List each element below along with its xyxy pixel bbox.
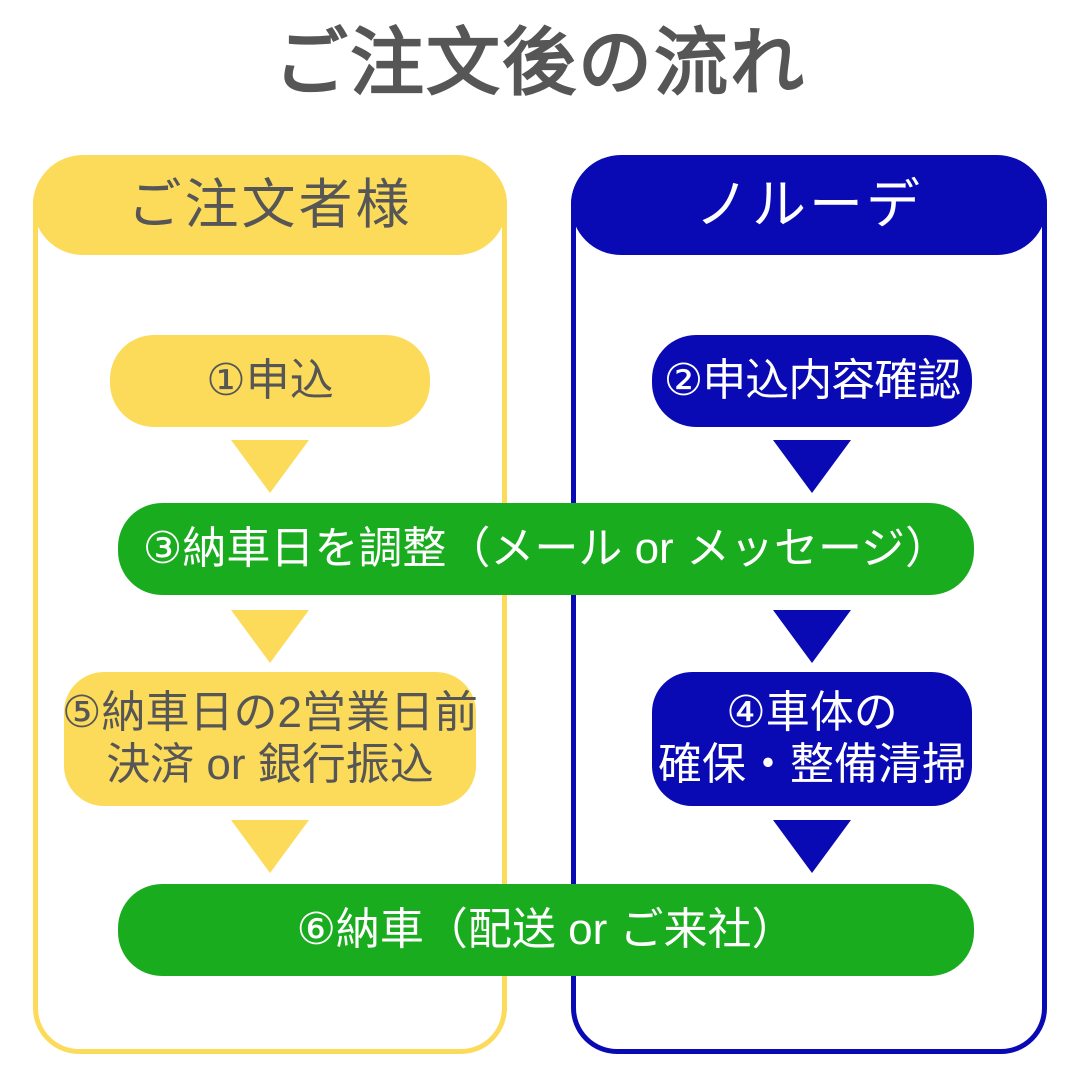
lane-header-company: ノルーデ <box>571 155 1047 255</box>
step-1-line-1: ①申込 <box>206 356 334 406</box>
step-5-line-2: 決済 or 銀行振込 <box>106 740 434 789</box>
lane-header-company-label: ノルーデ <box>695 175 923 235</box>
lane-header-customer: ご注文者様 <box>33 155 507 255</box>
step-2-line-1: ②申込内容確認 <box>663 356 961 406</box>
step-5-line-1: ⑤納車日の2営業日前 <box>62 688 478 738</box>
arrow-down-icon-step3-to-step4 <box>773 610 851 663</box>
step-3-delivery-date-adjustment: ③納車日を調整（メール or メッセージ） <box>118 503 974 595</box>
step-3-line-1: ③納車日を調整（メール or メッセージ） <box>142 524 950 574</box>
arrow-down-icon-step2-to-step3 <box>773 440 851 493</box>
step-4-line-1: ④車体の <box>726 688 898 738</box>
step-6-vehicle-delivery: ⑥納車（配送 or ご来社） <box>118 884 974 976</box>
step-4-line-2: 確保・整備清掃 <box>658 740 966 789</box>
step-1-application: ①申込 <box>110 335 430 427</box>
step-5-payment: ⑤納車日の2営業日前 決済 or 銀行振込 <box>62 672 478 806</box>
arrow-down-icon-step1-to-step3 <box>231 440 309 493</box>
lane-header-customer-label: ご注文者様 <box>127 175 413 235</box>
step-4-vehicle-preparation: ④車体の 確保・整備清掃 <box>652 672 972 806</box>
page-title: ご注文後の流れ <box>274 21 806 104</box>
step-6-line-1: ⑥納車（配送 or ご来社） <box>296 905 796 955</box>
step-2-application-review: ②申込内容確認 <box>652 335 972 427</box>
arrow-down-icon-step3-to-step5 <box>231 610 309 663</box>
arrow-down-icon-step4-to-step6 <box>773 820 851 873</box>
arrow-down-icon-step5-to-step6 <box>231 820 309 873</box>
